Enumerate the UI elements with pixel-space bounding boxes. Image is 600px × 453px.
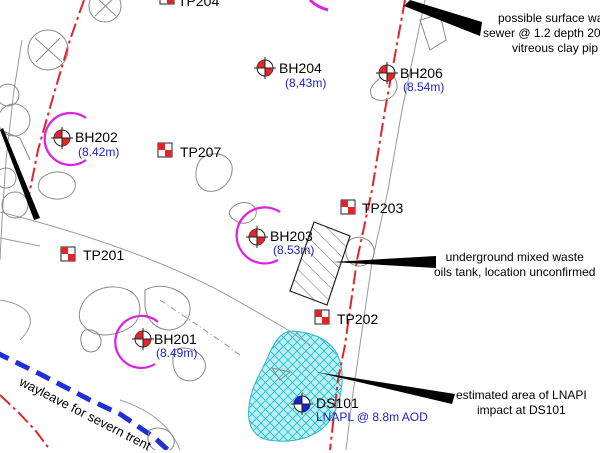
bh203-label: BH203 — [270, 228, 313, 244]
borehole-rings — [43, 111, 281, 369]
sewer-annotation: possible surface wa sewer @ 1.2 depth 20… — [478, 11, 600, 56]
trial-pit-symbol-tp203 — [340, 199, 356, 215]
tp207-label: TP207 — [180, 144, 222, 160]
bh202-label: BH202 — [75, 129, 118, 145]
sewer-annotation-line-1: possible surface wa — [498, 11, 600, 25]
tank-annotation: underground mixed waste oils tank, locat… — [434, 250, 595, 280]
borehole-symbol-bh202 — [51, 127, 73, 149]
tp204-label: TP204 — [178, 0, 220, 9]
tank-leader — [332, 256, 436, 268]
site-boundary-right — [329, 0, 406, 450]
trial-pit-symbol-tp202 — [314, 309, 330, 325]
bh201-level: (8.49m) — [156, 346, 198, 360]
borehole-symbol-bh206 — [376, 62, 398, 84]
lnapl-annotation-line-2: impact at DS101 — [477, 403, 566, 417]
site-boundary-lower — [0, 394, 51, 450]
bh202-level: (8.42m) — [78, 145, 120, 159]
lnapl-leader — [316, 372, 455, 404]
bh203-level: (8.53m) — [273, 243, 315, 257]
bh201-label: BH201 — [154, 331, 197, 347]
tree-outlines — [0, 0, 447, 450]
ds101-label: DS101 — [316, 395, 359, 411]
underground-tank — [289, 221, 351, 306]
trial-pit-symbol-tp204 — [159, 0, 175, 5]
tank-annotation-line-2: oils tank, location unconfirmed — [434, 265, 596, 279]
trial-pit-symbol-tp207 — [157, 142, 173, 158]
ds101-note: LNAPL @ 8.8m AOD — [316, 410, 428, 424]
drain-sample-symbol-ds101 — [291, 393, 313, 415]
lnapl-annotation-line-1: estimated area of LNAPI — [456, 388, 587, 402]
sewer-annotation-line-3: vitreous clay pip — [512, 41, 599, 55]
tp202-label: TP202 — [337, 311, 379, 327]
wayleave-line — [0, 351, 172, 450]
trial-pit-symbol-tp201 — [60, 246, 76, 262]
site-boundary-left — [27, 0, 85, 201]
tank-annotation-line-1: underground mixed waste — [445, 250, 584, 264]
sewer-annotation-line-2: sewer @ 1.2 depth 20 — [483, 26, 600, 40]
lnapl-impact-area — [248, 330, 343, 442]
sewer-leader — [404, 0, 482, 36]
bh204-label: BH204 — [279, 60, 322, 76]
borehole-symbol-bh204 — [254, 57, 276, 79]
tp201-label: TP201 — [83, 247, 125, 263]
tp203-label: TP203 — [362, 200, 404, 216]
bh204-level: (8,43m) — [285, 76, 327, 90]
bh206-level: (8.54m) — [403, 80, 445, 94]
borehole-symbol-bh201 — [132, 328, 154, 350]
bh206-label: BH206 — [400, 65, 443, 81]
borehole-symbol-bh203 — [246, 226, 268, 248]
lnapl-annotation: estimated area of LNAPI impact at DS101 — [456, 388, 587, 418]
bh202-leader — [0, 128, 40, 220]
